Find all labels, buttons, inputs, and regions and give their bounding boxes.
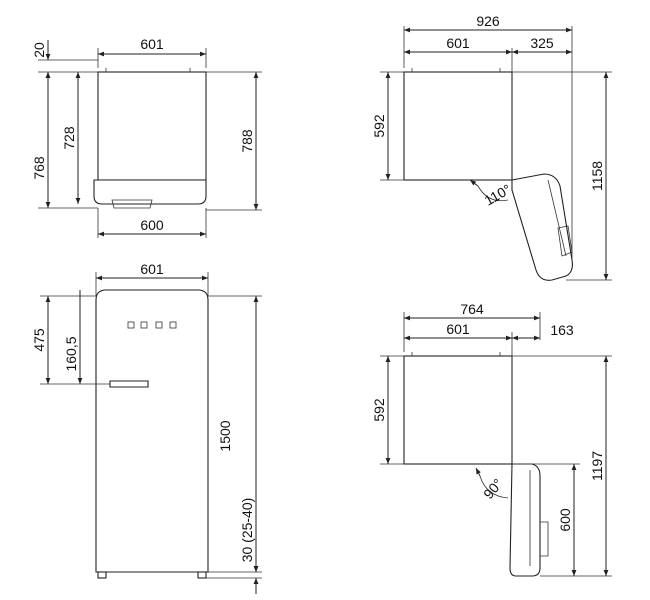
dim-top90-601: 601 <box>446 321 470 337</box>
dim-325: 325 <box>530 35 554 51</box>
top90-cabinet <box>403 355 513 465</box>
top110-cabinet <box>403 71 513 181</box>
dim-601: 601 <box>140 36 164 52</box>
front-control-3 <box>155 321 163 329</box>
top-view-90: 90° 764 601 163 592 600 1197 <box>371 301 612 577</box>
dim-163: 163 <box>550 322 574 338</box>
front-foot-left <box>97 571 107 579</box>
side-base <box>93 179 207 205</box>
dim-30-25-40: 30 (25-40) <box>239 498 255 563</box>
dim-top90-600: 600 <box>557 508 573 532</box>
dim-top110-601: 601 <box>446 35 470 51</box>
front-control-4 <box>169 321 177 329</box>
front-foot-right <box>197 571 207 579</box>
dim-90-deg: 90° <box>480 475 506 502</box>
dim-1197: 1197 <box>589 451 605 481</box>
dim-top90-592: 592 <box>371 398 387 422</box>
dim-20: 20 <box>31 42 47 58</box>
front-cabinet <box>95 289 209 573</box>
top-view-110: 110° 926 601 325 592 1158 <box>371 13 612 281</box>
side-cabinet <box>97 71 207 181</box>
dim-top110-592: 592 <box>371 114 387 138</box>
side-view: 601 20 768 728 788 600 <box>31 36 262 238</box>
dim-475: 475 <box>31 328 47 352</box>
top110-door <box>511 173 573 281</box>
front-control-1 <box>127 321 135 329</box>
top90-door <box>509 463 541 577</box>
dim-768: 768 <box>31 156 47 180</box>
dim-front-601: 601 <box>140 261 164 277</box>
dim-728: 728 <box>61 126 77 150</box>
side-handle <box>111 199 153 209</box>
front-handle <box>109 380 149 388</box>
dim-926: 926 <box>476 13 500 29</box>
dim-160-5: 160,5 <box>63 336 79 371</box>
dim-764: 764 <box>460 301 484 317</box>
dim-600: 600 <box>140 217 164 233</box>
front-view: 601 475 160,5 1500 30 (25-40) <box>31 261 262 594</box>
dim-1158: 1158 <box>589 161 605 191</box>
dim-110-deg: 110° <box>482 181 514 209</box>
front-control-2 <box>140 321 148 329</box>
dim-1500: 1500 <box>217 420 233 451</box>
dim-788: 788 <box>239 129 255 153</box>
